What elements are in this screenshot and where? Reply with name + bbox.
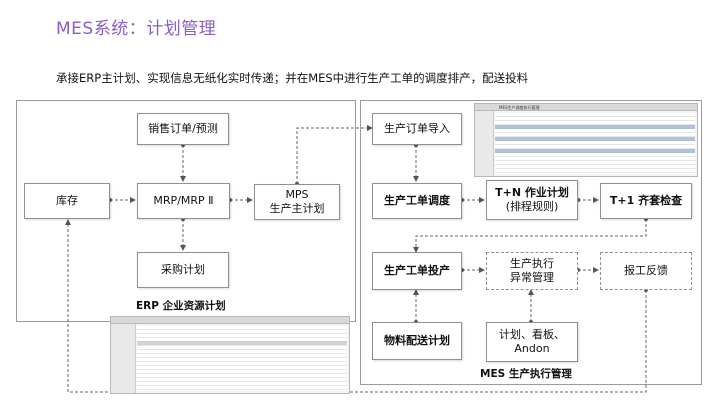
execution-exception-node: 生产执行 异常管理 xyxy=(486,252,578,290)
mes-software-screenshot: MES生产调度执行管理 xyxy=(474,103,698,177)
screenshot-table xyxy=(495,113,695,174)
screenshot-sidebar xyxy=(111,324,136,393)
work-report-node: 报工反馈 xyxy=(600,252,692,290)
erp-software-screenshot xyxy=(110,316,350,394)
t1-kitting-check-label: T+1 齐套检查 xyxy=(609,194,683,207)
mes-panel-label: MES 生产执行管理 xyxy=(480,368,572,380)
page-subtitle: 承接ERP主计划、实现信息无纸化实时传递；并在MES中进行生产工单的调度排产，配… xyxy=(56,71,529,85)
screenshot-selected-row xyxy=(495,125,695,129)
erp-panel-label: ERP 企业资源计划 xyxy=(136,300,226,312)
tn-schedule-line2: (排程规则) xyxy=(505,200,559,213)
mps-node: MPS 生产主计划 xyxy=(254,184,340,220)
mps-label-line1: MPS xyxy=(285,188,309,201)
work-report-label: 报工反馈 xyxy=(624,264,668,277)
execution-exception-line2: 异常管理 xyxy=(510,271,554,284)
dispatch-node: 生产工单调度 xyxy=(372,183,462,219)
plan-board-andon-line1: 计划、看板、 xyxy=(499,328,565,341)
purchase-plan-node: 采购计划 xyxy=(137,252,229,288)
mps-label-line2: 生产主计划 xyxy=(269,202,325,215)
tn-schedule-node: T+N 作业计划 (排程规则) xyxy=(486,180,578,220)
dispatch-label: 生产工单调度 xyxy=(384,194,450,207)
material-delivery-label: 物料配送计划 xyxy=(384,334,450,347)
execution-exception-line1: 生产执行 xyxy=(510,257,554,270)
order-import-label: 生产订单导入 xyxy=(384,122,450,135)
sales-order-forecast-node: 销售订单/预测 xyxy=(137,113,229,145)
plan-board-andon-line2: Andon xyxy=(514,342,550,355)
purchase-plan-label: 采购计划 xyxy=(161,263,205,276)
tn-schedule-line1: T+N 作业计划 xyxy=(495,186,569,199)
order-release-node: 生产工单投产 xyxy=(372,252,462,290)
screenshot-table xyxy=(137,326,347,391)
order-import-node: 生产订单导入 xyxy=(372,113,462,145)
plan-board-andon-node: 计划、看板、 Andon xyxy=(486,322,578,362)
sales-order-forecast-label: 销售订单/预测 xyxy=(148,122,218,135)
screenshot-selected-row xyxy=(495,137,695,141)
order-release-label: 生产工单投产 xyxy=(384,264,450,277)
material-delivery-node: 物料配送计划 xyxy=(372,322,462,360)
inventory-label: 库存 xyxy=(56,194,78,207)
screenshot-selected-row xyxy=(137,341,347,345)
page-title: MES系统：计划管理 xyxy=(56,19,217,39)
screenshot-titlebar xyxy=(475,104,697,111)
inventory-node: 库存 xyxy=(24,183,110,219)
mrp-label: MRP/MRP Ⅱ xyxy=(153,194,214,207)
mrp-node: MRP/MRP Ⅱ xyxy=(137,183,230,219)
screenshot-selected-row xyxy=(495,149,695,153)
screenshot-window-title: MES生产调度执行管理 xyxy=(499,105,540,110)
t1-kitting-check-node: T+1 齐套检查 xyxy=(600,183,692,219)
screenshot-titlebar xyxy=(111,317,349,324)
screenshot-sidebar xyxy=(475,111,494,176)
